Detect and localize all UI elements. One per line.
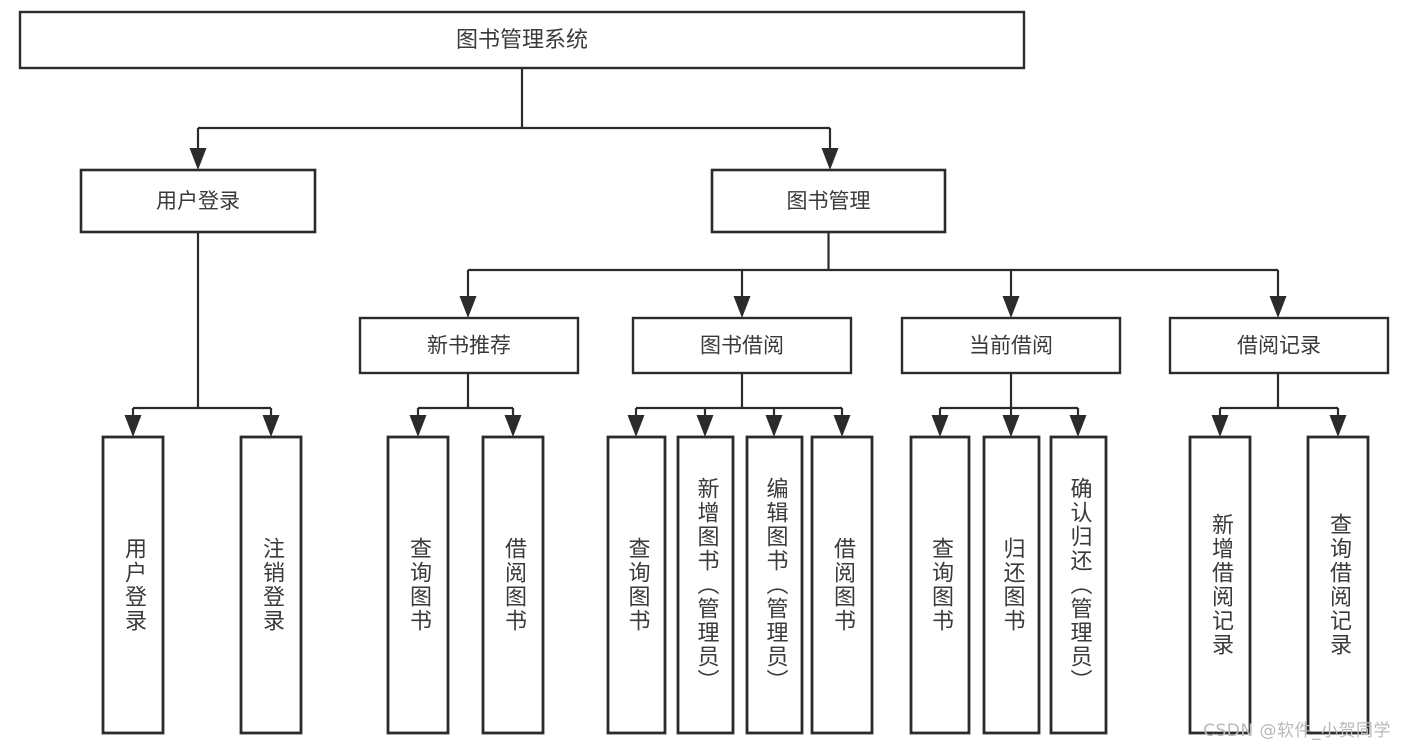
- node-user-login[interactable]: [79, 168, 317, 234]
- level2-node-label: 图书借阅: [700, 334, 784, 358]
- leaf-arrow-head: [765, 415, 783, 437]
- root-node-label: 图书管理系统: [456, 28, 588, 53]
- leaf-arrow-head: [1211, 415, 1229, 437]
- node-current-borrow[interactable]: [900, 316, 1122, 375]
- leaf-node-box[interactable]: [481, 435, 545, 735]
- level1-node-box[interactable]: [710, 168, 947, 234]
- node-box-layer: [18, 10, 1390, 735]
- leaf-node-box[interactable]: [101, 435, 165, 735]
- node-root[interactable]: [18, 10, 1026, 70]
- node-leaf-logout[interactable]: [239, 435, 303, 735]
- leaf-arrow-head: [409, 415, 427, 437]
- level1-arrow-head: [189, 148, 207, 170]
- leaf-node-box[interactable]: [606, 435, 667, 735]
- leaf-node-box[interactable]: [909, 435, 971, 735]
- leaf-node-box[interactable]: [386, 435, 450, 735]
- leaf-node-box[interactable]: [982, 435, 1041, 735]
- node-leaf-confirm-return[interactable]: [1049, 435, 1108, 735]
- node-leaf-query-book-1[interactable]: [386, 435, 450, 735]
- leaf-arrow-head: [627, 415, 645, 437]
- level2-arrow-head: [733, 296, 751, 318]
- level2-node-label: 新书推荐: [427, 334, 511, 358]
- node-leaf-return-book[interactable]: [982, 435, 1041, 735]
- level2-arrow-head: [459, 296, 477, 318]
- node-leaf-borrow-book-2[interactable]: [810, 435, 874, 735]
- level2-node-box[interactable]: [1168, 316, 1390, 375]
- node-book-borrow[interactable]: [631, 316, 853, 375]
- leaf-arrow-head: [124, 415, 142, 437]
- leaf-arrow-head: [1002, 415, 1020, 437]
- level2-arrow-head: [1269, 296, 1287, 318]
- level1-arrow-head: [821, 148, 839, 170]
- node-borrow-record[interactable]: [1168, 316, 1390, 375]
- node-leaf-user-login[interactable]: [101, 435, 165, 735]
- level1-node-box[interactable]: [79, 168, 317, 234]
- leaf-node-box[interactable]: [745, 435, 804, 735]
- connector-layer: [124, 68, 1347, 437]
- leaf-arrow-head: [696, 415, 714, 437]
- node-leaf-borrow-book-1[interactable]: [481, 435, 545, 735]
- level1-node-label: 用户登录: [156, 189, 240, 213]
- leaf-arrow-head: [1329, 415, 1347, 437]
- node-new-book-recommend[interactable]: [358, 316, 580, 375]
- watermark: CSDN @软件_小贺同学: [1203, 721, 1391, 741]
- leaf-node-box[interactable]: [1306, 435, 1370, 735]
- leaf-node-box[interactable]: [810, 435, 874, 735]
- level2-node-label: 当前借阅: [969, 334, 1053, 358]
- node-leaf-query-record[interactable]: [1306, 435, 1370, 735]
- root-node-box[interactable]: [18, 10, 1026, 70]
- level2-node-label: 借阅记录: [1237, 334, 1321, 358]
- leaf-arrow-head: [833, 415, 851, 437]
- level2-arrow-head: [1002, 296, 1020, 318]
- node-leaf-add-book[interactable]: [676, 435, 735, 735]
- node-book-management[interactable]: [710, 168, 947, 234]
- node-leaf-edit-book[interactable]: [745, 435, 804, 735]
- leaf-node-box[interactable]: [1188, 435, 1252, 735]
- leaf-node-box[interactable]: [239, 435, 303, 735]
- leaf-arrow-head: [1069, 415, 1087, 437]
- node-leaf-query-book-3[interactable]: [909, 435, 971, 735]
- leaf-node-box[interactable]: [1049, 435, 1108, 735]
- level2-node-box[interactable]: [631, 316, 853, 375]
- level1-node-label: 图书管理: [787, 189, 871, 213]
- leaf-arrow-head: [262, 415, 280, 437]
- node-leaf-add-record[interactable]: [1188, 435, 1252, 735]
- level2-node-box[interactable]: [358, 316, 580, 375]
- leaf-arrow-head: [931, 415, 949, 437]
- leaf-node-box[interactable]: [676, 435, 735, 735]
- leaf-arrow-head: [504, 415, 522, 437]
- node-leaf-query-book-2[interactable]: [606, 435, 667, 735]
- level2-node-box[interactable]: [900, 316, 1122, 375]
